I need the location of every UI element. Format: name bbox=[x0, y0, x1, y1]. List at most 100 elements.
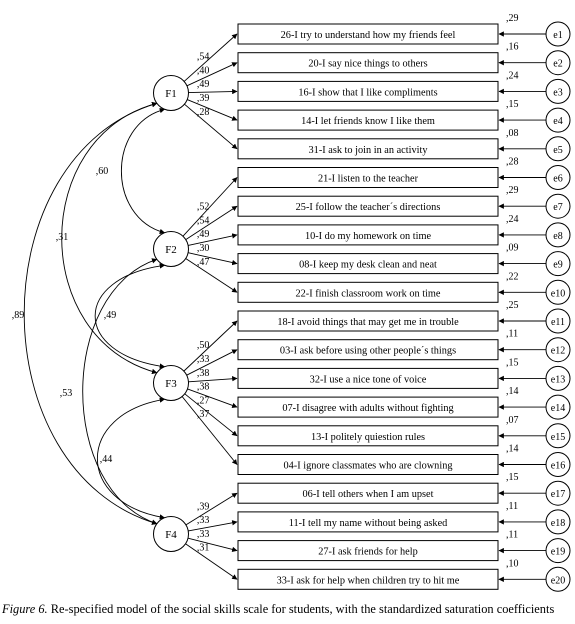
correlation-value-f1-f3: ,31 bbox=[56, 232, 69, 243]
error-value-e2: ,16 bbox=[506, 42, 519, 53]
loading-arrow-8 bbox=[188, 233, 238, 246]
error-label-e7: e7 bbox=[553, 202, 562, 213]
item-box-4 bbox=[237, 109, 499, 131]
error-label-e2: e2 bbox=[553, 59, 562, 70]
item-box-19 bbox=[237, 540, 499, 562]
loading-arrow-9 bbox=[188, 252, 238, 266]
loading-value-2: ,40 bbox=[197, 65, 210, 76]
item-boxes: 26-I try to understand how my friends fe… bbox=[237, 23, 499, 590]
error-value-e7: ,29 bbox=[506, 185, 519, 196]
error-value-e19: ,11 bbox=[506, 530, 518, 541]
loading-arrow-10 bbox=[185, 258, 238, 293]
item-label-14: 07-I disagree with adults without fighti… bbox=[282, 403, 453, 414]
item-label-5: 31-I ask to join in an activity bbox=[309, 145, 429, 156]
error-value-e9: ,09 bbox=[506, 243, 519, 254]
item-label-13: 32-I use a nice tone of voice bbox=[310, 374, 427, 385]
loading-value-12: ,33 bbox=[197, 354, 210, 365]
error-label-e19: e19 bbox=[551, 547, 565, 558]
loading-value-7: ,54 bbox=[197, 215, 210, 226]
item-label-9: 08-I keep my desk clean and neat bbox=[299, 260, 437, 271]
item-label-17: 06-I tell others when I am upset bbox=[303, 489, 434, 500]
item-box-14 bbox=[237, 396, 499, 418]
correlation-value-f2-f4: ,53 bbox=[60, 388, 73, 399]
error-label-e18: e18 bbox=[551, 518, 565, 529]
item-label-19: 27-I ask friends for help bbox=[318, 547, 418, 558]
item-box-1 bbox=[237, 23, 499, 45]
error-label-e1: e1 bbox=[553, 30, 562, 41]
loading-value-18: ,33 bbox=[197, 515, 210, 526]
item-label-1: 26-I try to understand how my friends fe… bbox=[281, 30, 456, 41]
error-value-e14: ,14 bbox=[506, 386, 519, 397]
loading-value-8: ,49 bbox=[197, 229, 210, 240]
error-label-e9: e9 bbox=[553, 260, 562, 271]
factor-loadings: ,54,40,49,39,28,52,54,49,30,47,50,33,38,… bbox=[181, 33, 238, 580]
error-value-e8: ,24 bbox=[506, 214, 519, 225]
item-box-9 bbox=[237, 253, 499, 275]
correlation-arc-f1-f4 bbox=[23, 102, 158, 525]
item-box-17 bbox=[237, 482, 499, 504]
item-box-7 bbox=[237, 195, 499, 217]
loading-value-13: ,38 bbox=[197, 368, 210, 379]
loading-arrow-6 bbox=[182, 177, 238, 237]
item-box-16 bbox=[237, 454, 499, 475]
item-box-12 bbox=[237, 339, 499, 361]
item-box-20 bbox=[237, 568, 499, 590]
loading-value-5: ,28 bbox=[197, 107, 210, 118]
error-label-e20: e20 bbox=[551, 575, 565, 586]
error-value-e11: ,25 bbox=[506, 300, 519, 311]
item-box-2 bbox=[237, 52, 499, 74]
factor-circle-f1 bbox=[153, 75, 189, 111]
loading-arrow-18 bbox=[188, 520, 238, 532]
item-box-3 bbox=[237, 80, 499, 102]
error-label-e5: e5 bbox=[553, 145, 562, 156]
error-value-e12: ,11 bbox=[506, 329, 518, 340]
item-box-18 bbox=[237, 511, 499, 533]
loading-arrow-7 bbox=[185, 205, 238, 240]
loading-value-3: ,49 bbox=[197, 79, 210, 90]
correlation-arc-f1-f3 bbox=[61, 101, 158, 375]
item-label-4: 14-I let friends know I like them bbox=[301, 116, 435, 127]
loading-value-1: ,54 bbox=[197, 52, 210, 63]
error-label-e15: e15 bbox=[551, 432, 565, 443]
figure-caption: Figure 6. Re-specified model of the soci… bbox=[2, 602, 574, 617]
loading-value-16: ,37 bbox=[197, 409, 210, 420]
correlation-value-f1-f2: ,60 bbox=[96, 166, 109, 177]
loading-arrow-5 bbox=[184, 103, 238, 150]
loading-arrow-13 bbox=[188, 376, 238, 383]
error-label-e14: e14 bbox=[551, 403, 565, 414]
error-value-e6: ,28 bbox=[506, 157, 519, 168]
correlation-arc-f3-f4 bbox=[97, 397, 166, 520]
correlation-arc-f1-f2 bbox=[121, 107, 166, 235]
loading-arrow-11 bbox=[183, 320, 238, 372]
loading-arrow-20 bbox=[185, 543, 238, 580]
factor-label-f4: F4 bbox=[165, 529, 177, 541]
item-label-7: 25-I follow the teacher´s directions bbox=[296, 202, 441, 213]
loading-value-14: ,38 bbox=[197, 382, 210, 393]
factor-circle-f2 bbox=[153, 231, 189, 267]
item-label-3: 16-I show that I like compliments bbox=[298, 87, 437, 98]
item-box-10 bbox=[237, 281, 499, 303]
loading-value-20: ,31 bbox=[197, 543, 210, 554]
error-value-e13: ,15 bbox=[506, 357, 519, 368]
error-label-e8: e8 bbox=[553, 231, 562, 242]
error-label-e13: e13 bbox=[551, 374, 565, 385]
item-label-8: 10-I do my homework on time bbox=[305, 231, 432, 242]
factor-label-f1: F1 bbox=[165, 88, 177, 100]
error-label-e12: e12 bbox=[551, 346, 565, 357]
error-value-e16: ,14 bbox=[506, 444, 519, 455]
item-label-2: 20-I say nice things to others bbox=[308, 59, 427, 70]
error-value-e15: ,07 bbox=[506, 415, 519, 426]
loading-arrow-19 bbox=[187, 537, 238, 553]
loading-value-6: ,52 bbox=[197, 202, 210, 213]
loading-arrow-2 bbox=[186, 62, 238, 87]
error-value-e17: ,15 bbox=[506, 472, 519, 483]
item-label-15: 13-I politely quiestion rules bbox=[311, 432, 425, 443]
error-label-e10: e10 bbox=[551, 288, 565, 299]
item-label-11: 18-I avoid things that may get me in tro… bbox=[277, 317, 459, 328]
error-value-e3: ,24 bbox=[506, 70, 519, 81]
item-box-15 bbox=[237, 425, 499, 447]
loading-arrow-3 bbox=[188, 88, 238, 95]
item-label-20: 33-I ask for help when children try to h… bbox=[277, 575, 460, 586]
loading-value-10: ,47 bbox=[197, 257, 210, 268]
